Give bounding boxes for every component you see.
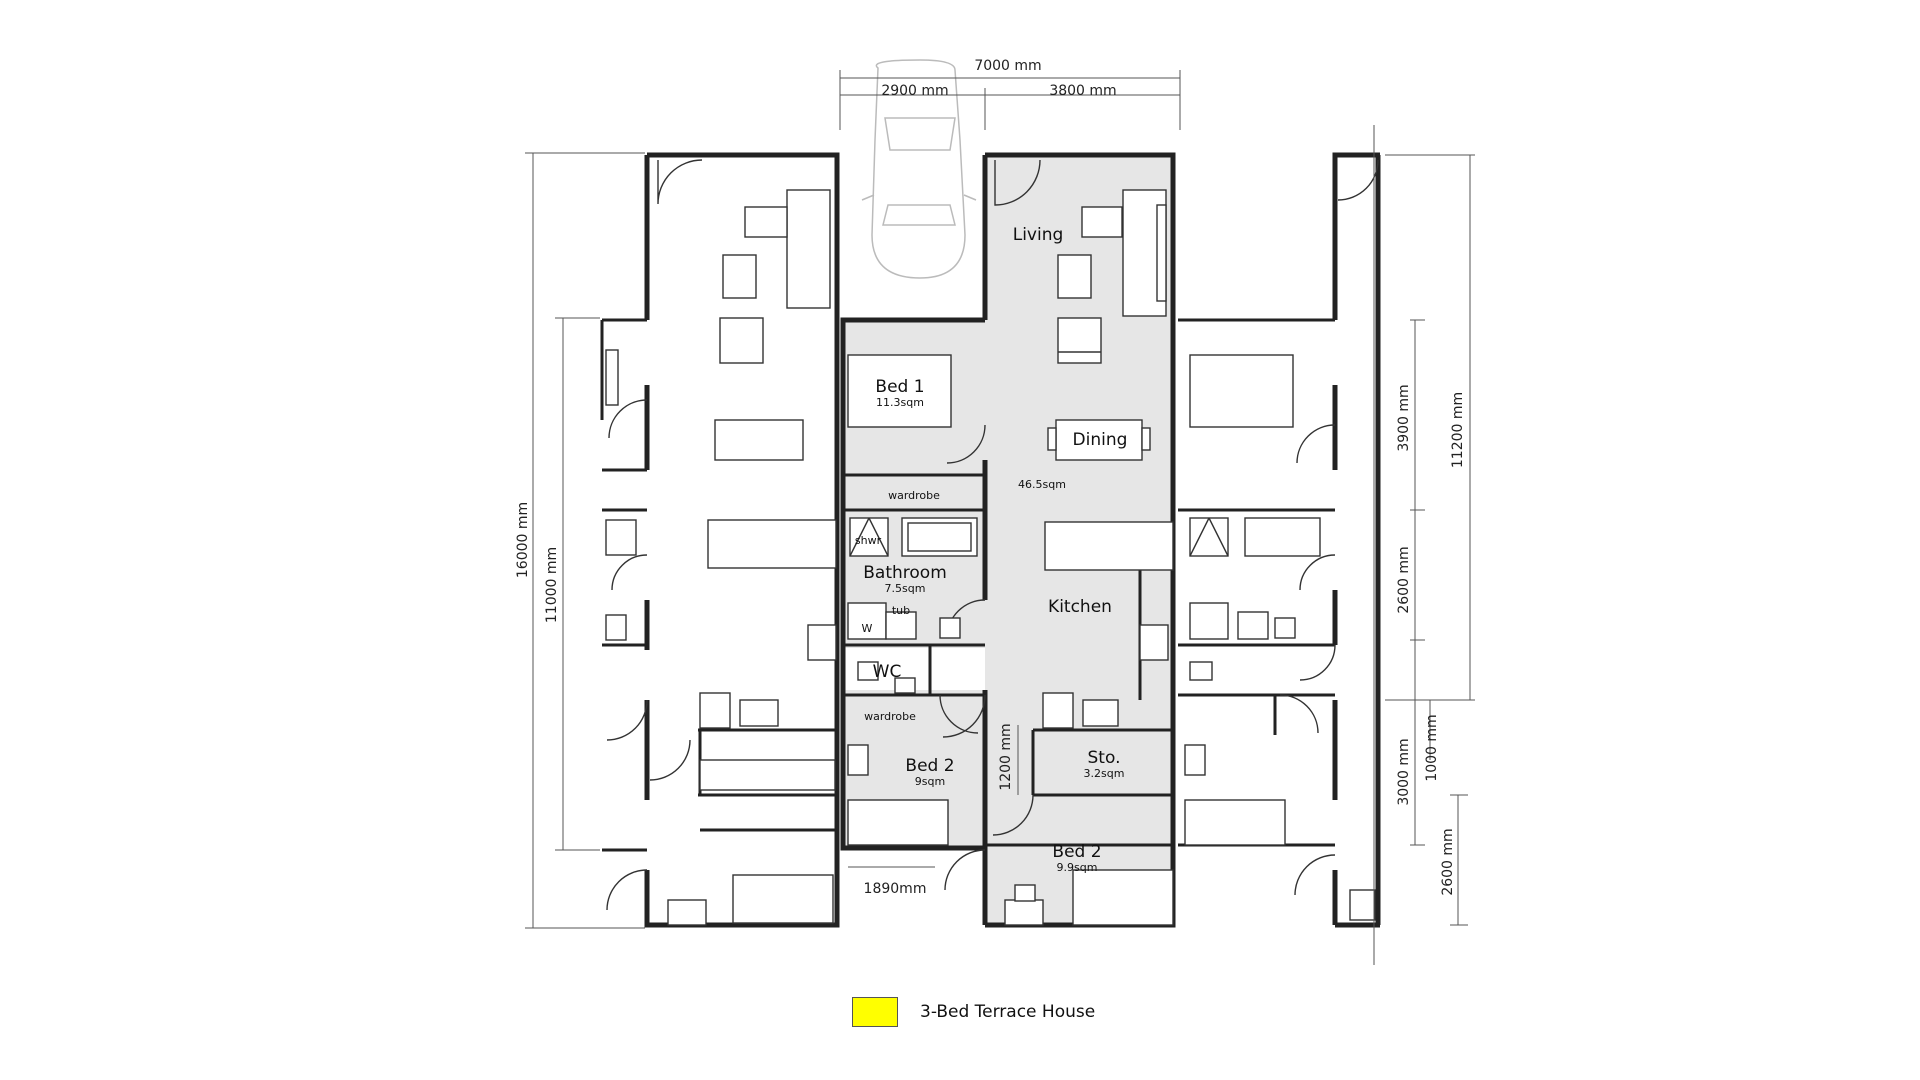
room-bathroom-area: 7.5sqm: [885, 582, 926, 595]
dim-corridor: 1200 mm: [998, 723, 1014, 790]
dim-bottom-width: 1890mm: [864, 881, 927, 897]
room-bed2-bottom: Bed 2: [1052, 842, 1101, 862]
room-bed2-left-area: 9sqm: [915, 775, 945, 788]
dim-right-top: 3900 mm: [1396, 384, 1412, 451]
washer-label: W: [862, 622, 873, 635]
legend-label: 3-Bed Terrace House: [920, 1002, 1096, 1022]
legend: 3-Bed Terrace House: [852, 995, 1095, 1029]
room-kitchen: Kitchen: [1048, 597, 1112, 617]
dim-total-length: 16000 mm: [515, 502, 531, 578]
dim-right-lower: 3000 mm: [1396, 738, 1412, 805]
central-room-labels: Living Dining 46.5sqm Kitchen Bed 1 11.3…: [855, 225, 1128, 874]
room-bed1-area: 11.3sqm: [876, 396, 924, 409]
dim-right-width: 3800 mm: [1049, 83, 1116, 99]
tub-label: tub: [892, 604, 910, 617]
room-bed2-left: Bed 2: [905, 756, 954, 776]
legend-swatch: [852, 997, 898, 1027]
central-furniture: [847, 189, 1174, 926]
room-main-area: 46.5sqm: [1018, 478, 1066, 491]
room-living: Living: [1013, 225, 1064, 245]
central-doors: [939, 159, 1041, 891]
room-bathroom: Bathroom: [863, 563, 947, 583]
dim-right-full: 11200 mm: [1450, 392, 1466, 468]
dim-total-width: 7000 mm: [974, 58, 1041, 74]
right-unit: [1178, 152, 1381, 928]
dim-right-mid: 2600 mm: [1396, 546, 1412, 613]
wardrobe-bottom-label: wardrobe: [864, 710, 916, 723]
dim-inner-length: 11000 mm: [544, 547, 560, 623]
dim-left-width: 2900 mm: [881, 83, 948, 99]
left-unit: [600, 152, 840, 928]
room-storage: Sto.: [1088, 748, 1121, 768]
dimension-lines: [525, 70, 1475, 965]
dim-right-bottom: 2600 mm: [1440, 828, 1456, 895]
room-storage-area: 3.2sqm: [1084, 767, 1125, 780]
wardrobe-top-label: wardrobe: [888, 489, 940, 502]
room-wc: WC: [873, 662, 902, 682]
car-icon: [861, 59, 977, 279]
room-bed1: Bed 1: [875, 377, 924, 397]
room-bed2-bottom-area: 9.9sqm: [1057, 861, 1098, 874]
dim-right-step: 1000 mm: [1424, 714, 1440, 781]
shower-label: shwr: [855, 534, 882, 547]
dimension-labels: 7000 mm 2900 mm 3800 mm 16000 mm 11000 m…: [515, 58, 1466, 897]
room-dining: Dining: [1073, 430, 1128, 450]
